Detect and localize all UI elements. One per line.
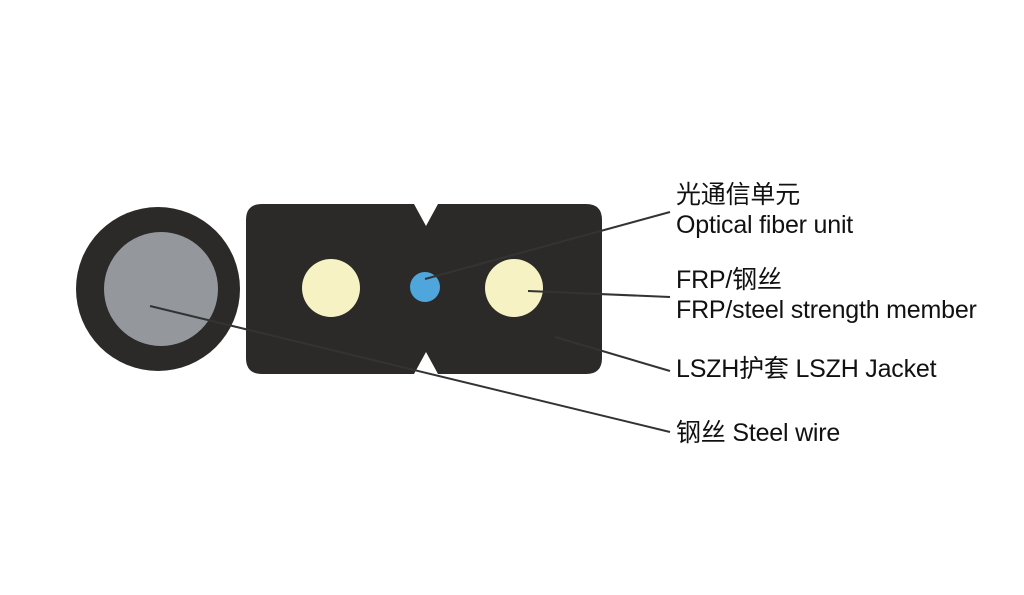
label-strength-member: FRP/钢丝 FRP/steel strength member <box>676 265 977 325</box>
label-lszh-jacket: LSZH护套 LSZH Jacket <box>676 354 937 384</box>
leader-line-steel-wire <box>149 305 671 433</box>
leader-line-strength-member <box>527 290 671 298</box>
label-lszh-jacket-text: LSZH护套 LSZH Jacket <box>676 355 937 383</box>
label-steel-wire: 钢丝 Steel wire <box>676 418 840 448</box>
label-strength-member-cn: FRP/钢丝 <box>676 266 782 294</box>
label-optical-fiber-unit-cn: 光通信单元 <box>676 181 801 209</box>
leader-line-optical-fiber <box>424 211 671 280</box>
leader-line-jacket <box>554 336 671 372</box>
steel-wire-core <box>104 232 218 346</box>
strength-member-right <box>485 259 543 317</box>
label-optical-fiber-unit: 光通信单元 Optical fiber unit <box>676 180 853 240</box>
strength-member-left <box>302 259 360 317</box>
optical-fiber <box>410 272 440 302</box>
label-strength-member-en: FRP/steel strength member <box>676 296 977 324</box>
label-steel-wire-text: 钢丝 Steel wire <box>676 419 841 447</box>
label-optical-fiber-unit-en: Optical fiber unit <box>676 211 854 239</box>
